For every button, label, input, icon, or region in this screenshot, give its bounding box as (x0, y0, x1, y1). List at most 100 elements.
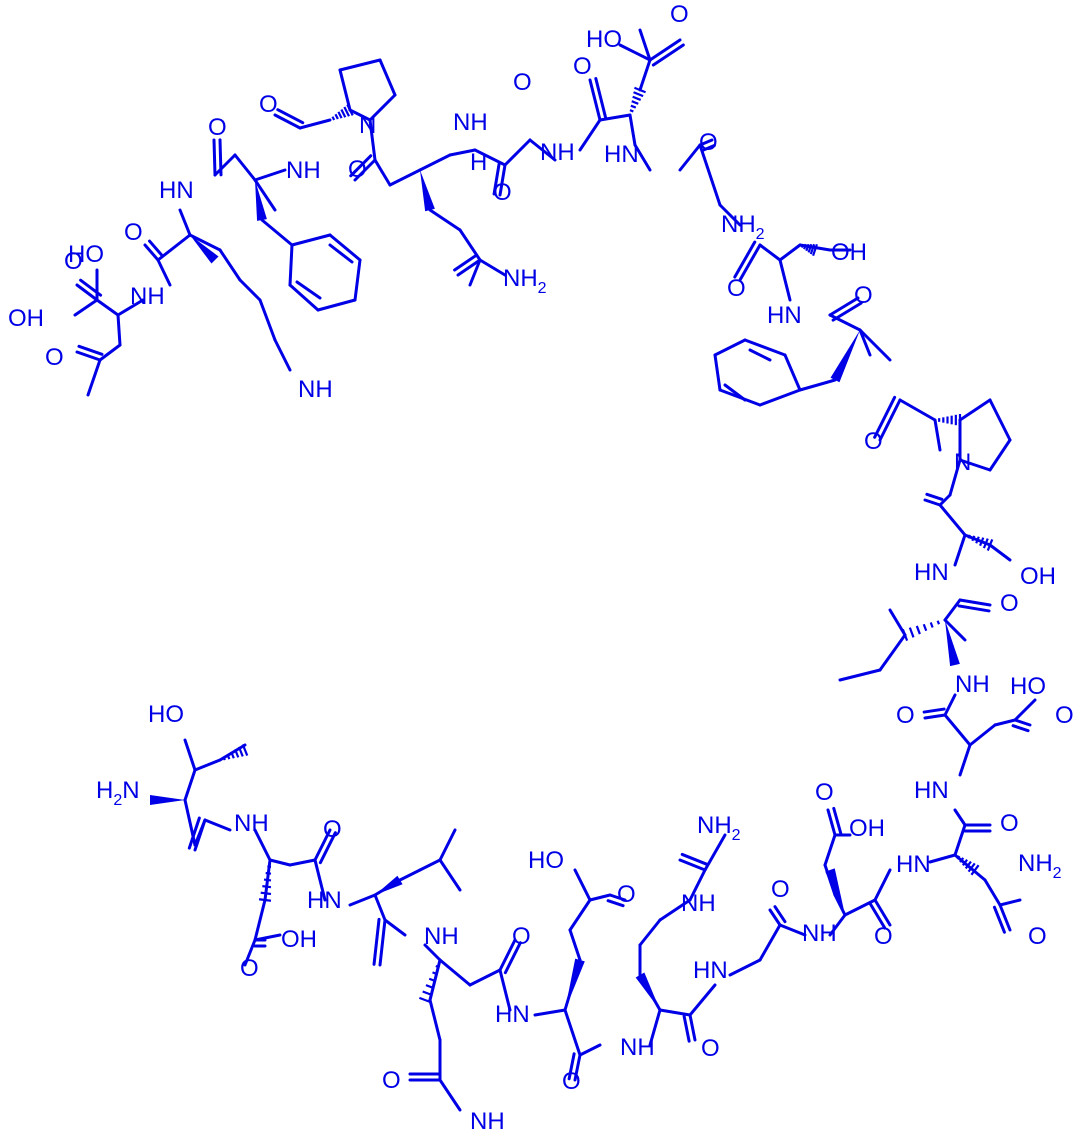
atom-label: HN (604, 141, 639, 168)
bond (606, 899, 625, 908)
bond (77, 344, 104, 356)
atom-label: NH (286, 157, 321, 184)
atom-label: O (124, 219, 143, 246)
bond (388, 168, 422, 187)
bond (698, 138, 714, 147)
bond (273, 338, 292, 372)
hash-bond (964, 860, 972, 870)
atom-label: O (240, 955, 259, 982)
wedge-bond (150, 795, 185, 805)
bond (873, 898, 892, 927)
bond (75, 350, 102, 362)
hash-bond (922, 623, 928, 632)
bond (456, 258, 482, 277)
bond (968, 723, 997, 747)
hash-bond (967, 862, 976, 873)
hash-bond (803, 243, 807, 250)
bond (578, 118, 602, 152)
bond (183, 768, 197, 802)
atom-label: O (382, 1067, 401, 1094)
bond (678, 858, 707, 872)
bond (260, 218, 294, 247)
bond (1013, 718, 1032, 727)
bond (253, 933, 282, 942)
atom-label: O (348, 156, 367, 183)
atom-label: NH2 (721, 211, 765, 243)
atom-label: O (1000, 810, 1019, 837)
bond (638, 918, 662, 947)
bond (953, 823, 967, 857)
hash-bond (418, 996, 432, 1004)
bond (203, 818, 232, 832)
bond (533, 1008, 567, 1017)
hash-bond (262, 885, 272, 889)
bond (858, 328, 892, 362)
bond (588, 78, 602, 122)
bond (86, 358, 102, 397)
hash-bond (435, 964, 440, 969)
bond (943, 598, 962, 622)
bond (428, 998, 442, 1042)
bond (213, 153, 237, 177)
hash-bond (970, 864, 980, 876)
bond (253, 828, 272, 862)
bond (773, 905, 787, 924)
bond (193, 818, 207, 852)
bond (212, 138, 217, 177)
atom-label: OH (849, 815, 885, 842)
bond (858, 328, 872, 357)
bond (178, 208, 192, 237)
bond (758, 923, 782, 962)
bond (768, 908, 782, 927)
hash-bond (258, 898, 272, 902)
hash-bond (432, 971, 438, 976)
atom-label: NH (234, 810, 269, 837)
atom-label: O (562, 1068, 581, 1095)
hash-bond (936, 620, 941, 625)
hash-bond (422, 990, 433, 997)
atom-label: HO (68, 241, 104, 268)
bond (503, 941, 522, 975)
hash-bond (979, 537, 985, 547)
bond (378, 918, 387, 967)
bond (688, 1013, 697, 1042)
hash-bond (982, 538, 989, 549)
bond (468, 258, 482, 287)
atom-label: O (493, 179, 512, 206)
bond (728, 958, 762, 977)
bond (338, 58, 382, 72)
bond (75, 283, 99, 302)
hash-bond (631, 100, 639, 105)
atom-label: NH (620, 1034, 655, 1061)
bond (638, 58, 652, 92)
bond (778, 243, 802, 262)
bond (273, 113, 302, 130)
atom-label: O (864, 428, 883, 455)
bond (313, 828, 332, 862)
bond (183, 738, 197, 772)
atom-label: HO (528, 847, 564, 874)
atom-label: O (45, 344, 64, 371)
bond (187, 816, 201, 850)
wedge-bond (255, 180, 267, 221)
bond (958, 398, 992, 422)
bond (116, 313, 122, 347)
bond (738, 243, 762, 282)
bond (588, 893, 612, 902)
bond (688, 983, 717, 1017)
bond (658, 898, 692, 922)
bond (348, 893, 377, 907)
bond (718, 203, 742, 227)
bond (288, 858, 317, 867)
hash-bond (334, 113, 339, 120)
bond (868, 901, 887, 930)
bond (778, 923, 807, 937)
bond (568, 898, 592, 932)
bond (928, 853, 957, 864)
bond (833, 893, 847, 917)
bond (95, 298, 120, 317)
hash-bond (241, 744, 249, 756)
bond (943, 713, 972, 747)
bond (703, 833, 727, 872)
bond (988, 438, 1012, 472)
